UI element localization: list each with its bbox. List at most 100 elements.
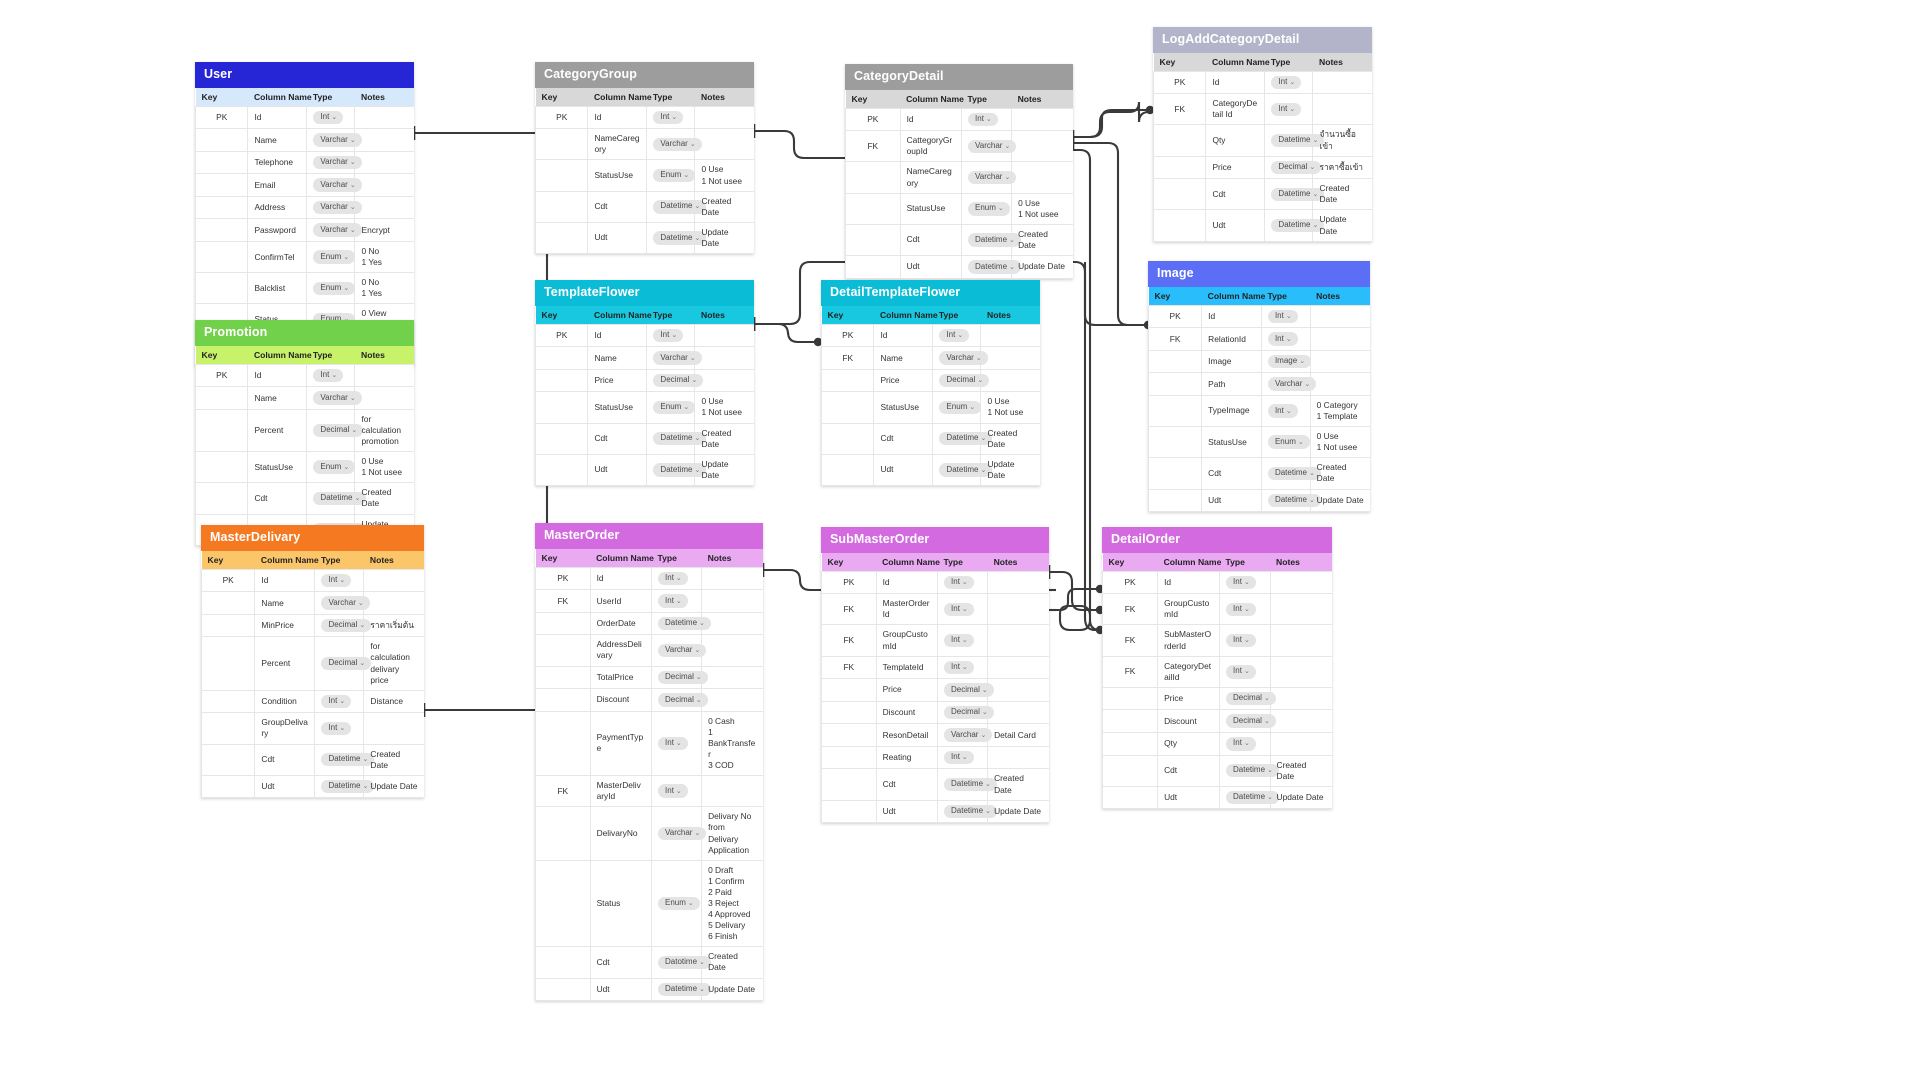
type-dropdown[interactable]: Int⌄	[313, 110, 344, 125]
type-dropdown[interactable]: Varchar⌄	[653, 351, 702, 365]
type-dropdown[interactable]: Decimal⌄	[321, 618, 372, 633]
type-dropdown[interactable]: Int⌄	[968, 112, 998, 127]
type-dropdown[interactable]: Int⌄	[944, 575, 974, 590]
type-dropdown[interactable]: Datetime⌄	[1271, 133, 1325, 148]
type-dropdown[interactable]: Varchar⌄	[313, 178, 362, 192]
type-dropdown[interactable]: Datetime⌄	[321, 752, 375, 767]
type-dropdown[interactable]: Varchar⌄	[939, 351, 988, 365]
type-dropdown[interactable]: Varchar⌄	[658, 826, 707, 841]
type-dropdown[interactable]: Int⌄	[939, 328, 970, 343]
type-dropdown[interactable]: Int⌄	[944, 602, 974, 617]
type-dropdown[interactable]: Datetime⌄	[653, 463, 707, 477]
type-dropdown[interactable]: Int⌄	[658, 594, 688, 608]
type-dropdown[interactable]: Varchar⌄	[968, 170, 1017, 185]
type-dropdown[interactable]: Datetime⌄	[1226, 790, 1279, 805]
type-dropdown[interactable]: Int⌄	[658, 571, 688, 586]
type-dropdown[interactable]: Varchar⌄	[944, 728, 993, 742]
type-dropdown[interactable]: Enum⌄	[658, 896, 700, 911]
type-dropdown[interactable]: Datetime⌄	[1267, 493, 1321, 508]
type-dropdown[interactable]: Datetime⌄	[658, 616, 711, 631]
type-dropdown[interactable]: Int⌄	[1271, 102, 1302, 117]
type-dropdown[interactable]: Decimal⌄	[313, 423, 364, 438]
type-dropdown[interactable]: Enum⌄	[968, 201, 1010, 216]
type-dropdown[interactable]: Datetime⌄	[313, 491, 367, 506]
type-dropdown[interactable]: Enum⌄	[1267, 435, 1310, 449]
type-dropdown[interactable]: Datotime⌄	[658, 955, 711, 970]
type-dropdown[interactable]: Varchar⌄	[321, 596, 370, 610]
type-dropdown[interactable]: Image⌄	[1267, 354, 1312, 369]
type-dropdown[interactable]: Decimal⌄	[944, 705, 994, 720]
type-dropdown[interactable]: Datetime⌄	[1226, 763, 1279, 778]
type-dropdown[interactable]: Enum⌄	[939, 400, 982, 415]
type-dropdown[interactable]: Enum⌄	[653, 400, 696, 415]
type-dropdown[interactable]: Int⌄	[1267, 404, 1298, 418]
type-dropdown[interactable]: Int⌄	[658, 736, 688, 751]
type-dropdown[interactable]: Decimal⌄	[1226, 714, 1276, 728]
type-dropdown[interactable]: Int⌄	[1271, 75, 1302, 90]
type-dropdown[interactable]: Varchar⌄	[653, 137, 702, 152]
type-dropdown[interactable]: Int⌄	[944, 750, 974, 765]
type-dropdown[interactable]: Decimal⌄	[1271, 160, 1322, 175]
type-dropdown[interactable]: Int⌄	[1226, 633, 1256, 648]
type-dropdown[interactable]: Datetime⌄	[653, 231, 707, 245]
type-dropdown[interactable]: Varchar⌄	[313, 391, 362, 405]
type-dropdown[interactable]: Enum⌄	[313, 281, 356, 296]
type-dropdown[interactable]: Datetime⌄	[944, 777, 997, 792]
type-dropdown[interactable]: Int⌄	[1267, 309, 1298, 324]
type-dropdown[interactable]: Varchar⌄	[968, 139, 1017, 154]
type-dropdown[interactable]: Datetime⌄	[968, 233, 1021, 247]
type-dropdown[interactable]: Enum⌄	[653, 168, 696, 183]
type-dropdown[interactable]: Enum⌄	[313, 250, 356, 264]
